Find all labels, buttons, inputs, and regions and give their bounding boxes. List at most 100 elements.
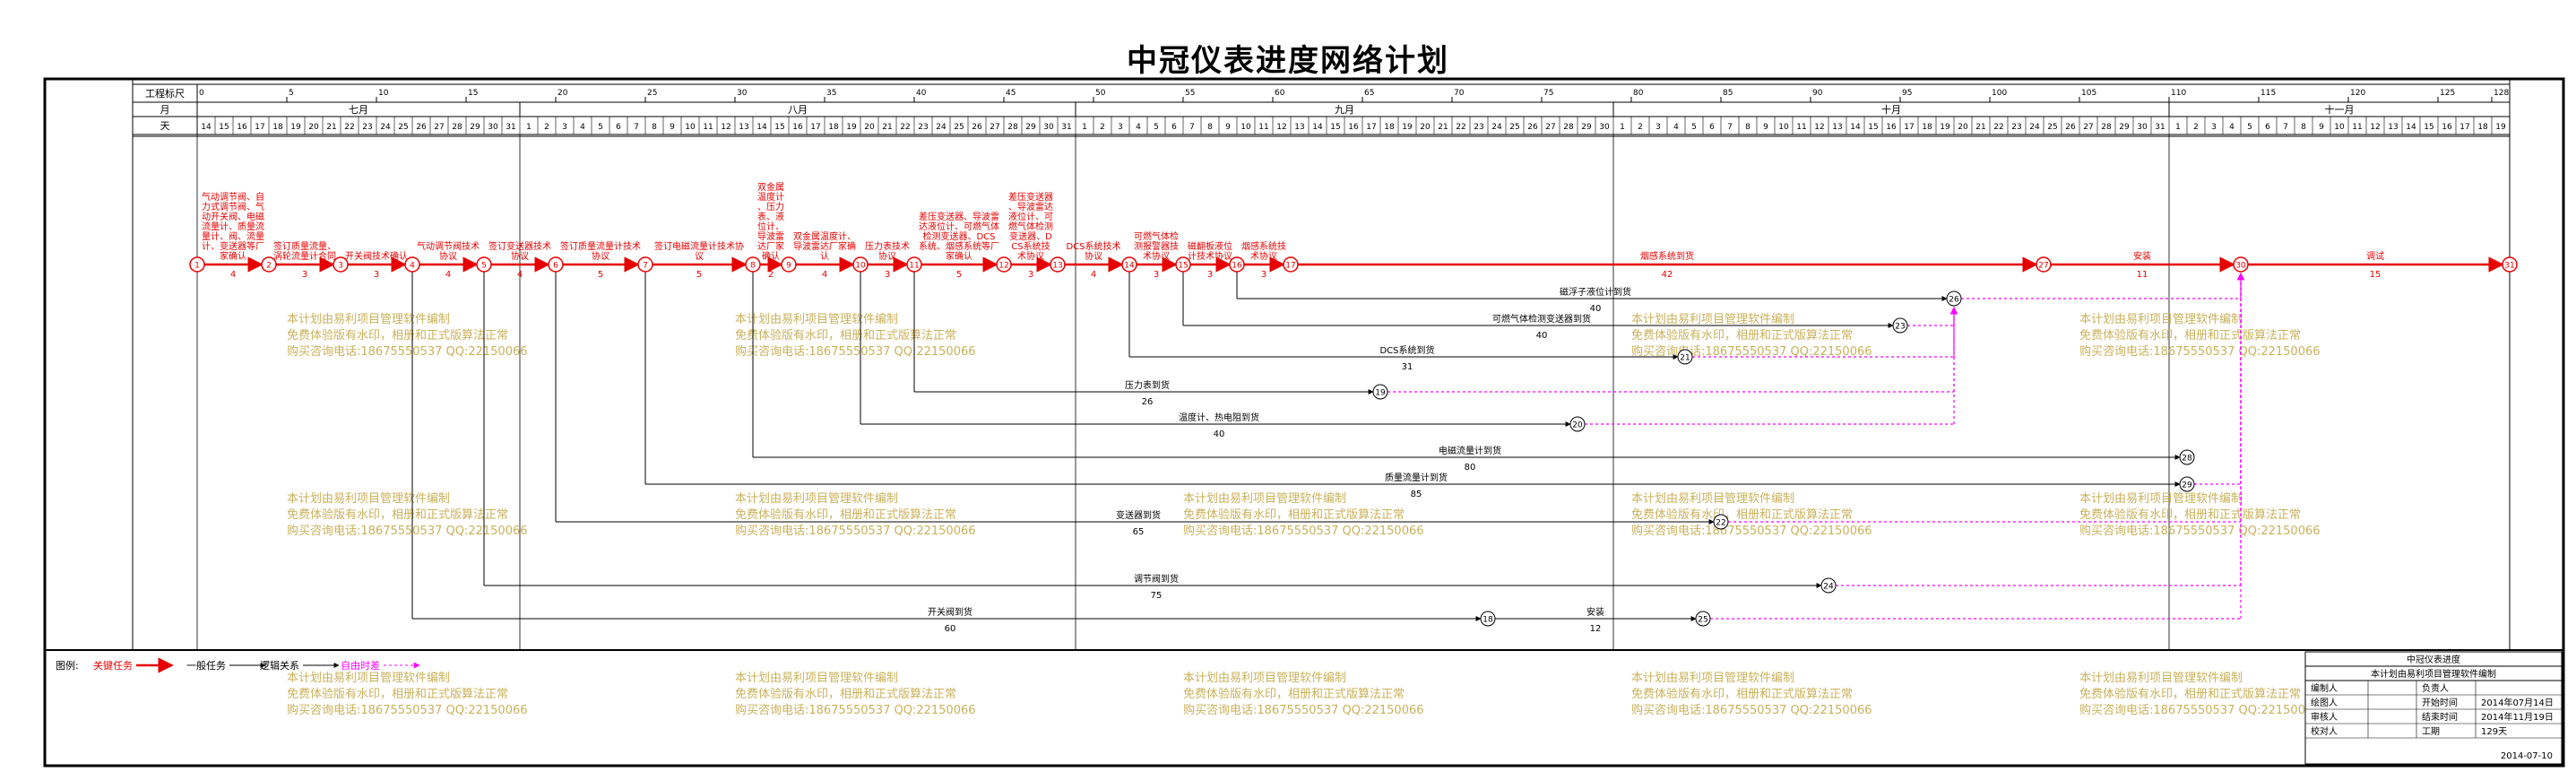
critical-node-id: 16 [1232, 262, 1242, 271]
legend-item-label: 逻辑关系 [260, 659, 299, 672]
critical-task-name: 确认 [762, 250, 780, 262]
normal-task-duration: 80 [1465, 463, 1476, 473]
critical-node-id: 2 [266, 262, 272, 271]
normal-node-circle [2179, 476, 2195, 492]
critical-task-duration: 5 [598, 270, 603, 280]
critical-task-name: 家确认 [946, 250, 972, 262]
scale-tick-label: 125 [2440, 89, 2455, 98]
critical-node-id: 10 [855, 262, 866, 271]
info-box-title: 中冠仪表进度 [2407, 654, 2460, 665]
normal-node-circle [2179, 449, 2195, 465]
normal-task-duration: 40 [1536, 331, 1548, 341]
watermark-text: 购买咨询电话:18675550537 QQ:22150066 [1183, 524, 1424, 538]
normal-task-name: 温度计、热电阻到货 [1179, 412, 1259, 423]
day-label-45: 28 [1007, 123, 1018, 132]
normal-node-id: 21 [1680, 354, 1690, 363]
critical-task-name: 可燃气体检 [1134, 230, 1179, 242]
scale-tick-label: 85 [1723, 89, 1733, 98]
day-label-118: 9 [2319, 123, 2324, 132]
critical-task-name: 差压变送器、导波雷 [919, 211, 999, 222]
critical-task-name: 开关阀技术确认 [345, 250, 408, 262]
critical-task-name: 家确认 [220, 250, 246, 262]
critical-task-duration: 3 [1261, 270, 1266, 280]
normal-task-name: 质量流量计到货 [1385, 472, 1448, 483]
day-label-99: 21 [1975, 123, 1985, 132]
critical-task-name: 议 [695, 251, 704, 262]
watermark-text: 购买咨询电话:18675550537 QQ:22150066 [287, 703, 528, 717]
scale-tick-label: 120 [2350, 89, 2365, 98]
watermark-text: 购买咨询电话:18675550537 QQ:22150066 [735, 703, 976, 717]
scale-tick-label: 0 [199, 89, 204, 98]
normal-task-name: 可燃气体检测变送器到货 [1492, 313, 1591, 325]
normal-task-name: 开关阀到货 [928, 606, 972, 618]
day-label-14: 28 [452, 123, 462, 132]
normal-node-id: 25 [1698, 616, 1707, 625]
day-label-21: 4 [580, 123, 585, 132]
watermark-text: 本计划由易利项目管理软件编制 [287, 492, 450, 506]
critical-task-name: 气动调节阀技术 [417, 240, 480, 252]
watermark-text: 购买咨询电话:18675550537 QQ:22150066 [2079, 703, 2321, 717]
normal-node-id: 20 [1572, 421, 1583, 430]
day-label-121: 12 [2370, 123, 2380, 132]
critical-node-id: 4 [410, 262, 415, 271]
info-row-value: 2014年11月19日 [2481, 711, 2554, 723]
day-label-101: 23 [2011, 123, 2021, 132]
critical-task-duration: 4 [822, 270, 827, 280]
day-label-97: 19 [1940, 123, 1950, 132]
day-label-107: 29 [2119, 123, 2130, 132]
critical-node-circle [781, 256, 797, 273]
critical-task-name: 协议 [1085, 250, 1102, 262]
watermark-text: 免费体验版有水印，相册和正式版算法正常 [1631, 507, 1853, 522]
day-label-128: 19 [2495, 123, 2506, 132]
scale-tick-label: 15 [468, 89, 478, 98]
watermark-text: 本计划由易利项目管理软件编制 [1631, 313, 1794, 326]
day-label-47: 30 [1043, 123, 1054, 132]
legend-item-label: 关键任务 [93, 659, 133, 672]
critical-task-duration: 3 [1028, 270, 1033, 280]
day-label-109: 31 [2155, 123, 2165, 132]
info-box-date: 2014-07-10 [2501, 751, 2553, 761]
watermark-text: 购买咨询电话:18675550537 QQ:22150066 [287, 344, 528, 359]
watermark-text: 本计划由易利项目管理软件编制 [1631, 492, 1794, 506]
day-label-60: 12 [1276, 123, 1286, 132]
scale-label: 工程标尺 [145, 87, 185, 100]
month-name: 七月 [349, 104, 368, 116]
day-label-15: 29 [470, 123, 480, 132]
day-label-87: 9 [1763, 123, 1768, 132]
critical-node-circle [906, 256, 922, 273]
critical-node-id: 12 [998, 262, 1008, 271]
day-label-85: 7 [1727, 123, 1733, 132]
day-label-58: 10 [1240, 123, 1251, 132]
legend-label: 图例: [56, 659, 79, 672]
day-label-35: 18 [828, 123, 839, 132]
legend: 图例:关键任务一般任务逻辑关系自由时差 [56, 657, 420, 673]
watermark-text: 免费体验版有水印，相册和正式版算法正常 [735, 507, 956, 522]
day-label-96: 18 [1922, 123, 1932, 132]
critical-node-circle [189, 256, 205, 273]
normal-node-id: 19 [1375, 389, 1386, 398]
critical-node-circle [1229, 256, 1245, 273]
month-grid-lines [196, 84, 2511, 650]
critical-task-duration: 3 [374, 270, 379, 280]
normal-task-duration: 40 [1590, 304, 1602, 314]
critical-node-id: 30 [2235, 262, 2246, 271]
normal-node-id: 29 [2182, 481, 2192, 490]
normal-node-id: 28 [2182, 455, 2192, 464]
scale-tick-label: 95 [1902, 89, 1912, 98]
scale-tick-label: 65 [1364, 89, 1374, 98]
day-label-81: 3 [1655, 123, 1661, 132]
watermark-text: 免费体验版有水印，相册和正式版算法正常 [287, 328, 508, 343]
day-label-12: 26 [416, 123, 427, 132]
day-label-19: 2 [544, 123, 549, 132]
day-label-74: 26 [1527, 123, 1538, 132]
day-label-53: 5 [1154, 123, 1159, 132]
critical-task-name: 液位计、可 [1008, 211, 1053, 222]
watermark-text: 购买咨询电话:18675550537 QQ:22150066 [1631, 703, 1872, 717]
normal-node-circle [1713, 514, 1729, 530]
critical-node-circle [996, 256, 1012, 273]
critical-node-circle [333, 256, 349, 273]
critical-task-duration: 4 [1091, 270, 1096, 280]
critical-task-name: 签订电磁流量计技术协 [654, 240, 744, 252]
day-label-18: 1 [526, 123, 532, 132]
critical-task-name: 变送器、D [1009, 230, 1052, 242]
